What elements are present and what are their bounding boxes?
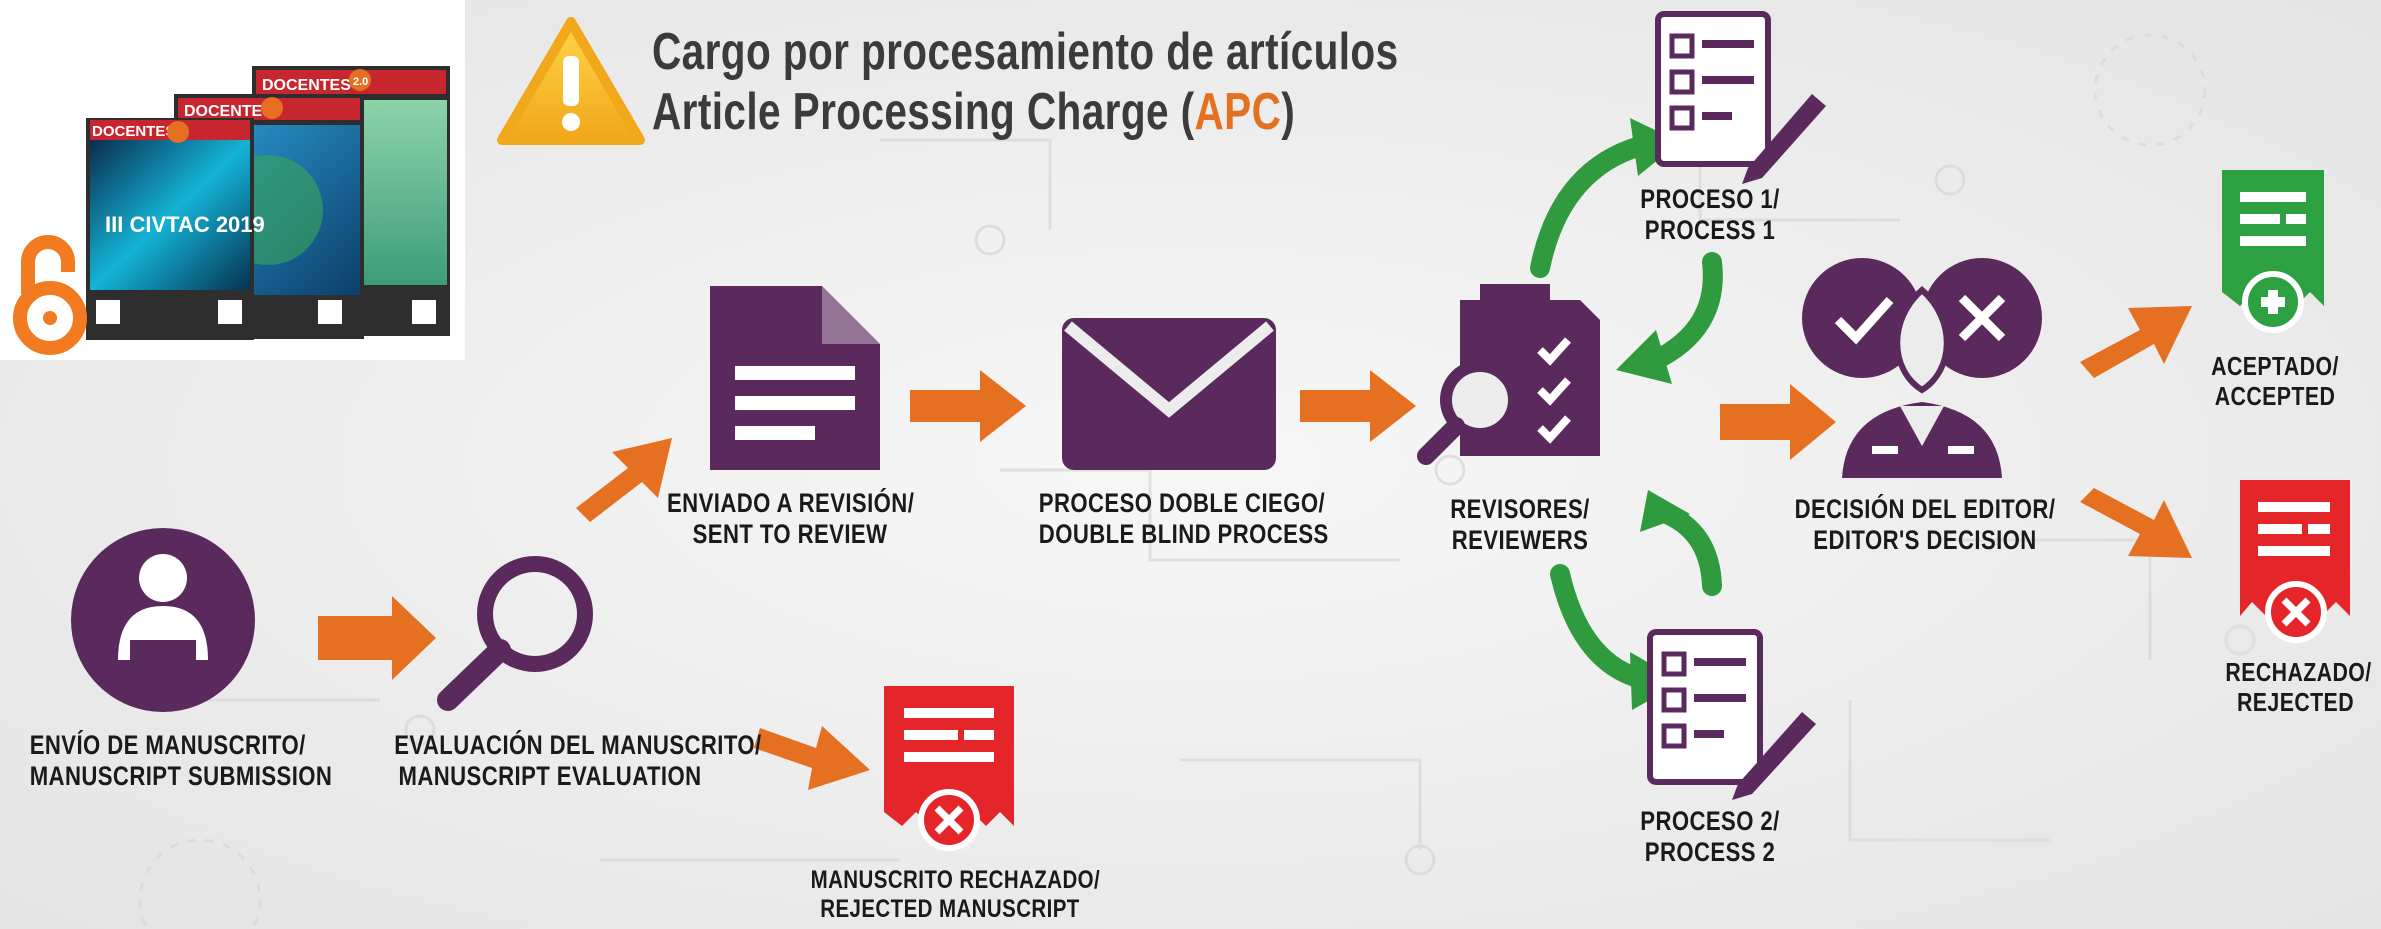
title-line-2-suffix: ) bbox=[1281, 83, 1296, 141]
title-line-1: Cargo por procesamiento de artículos bbox=[652, 23, 1399, 81]
cover-brand-1: DOCENTES bbox=[92, 123, 175, 140]
arrow-evaluation-to-review bbox=[576, 438, 672, 522]
label-rejected: Rechazado/ Rejected bbox=[2225, 657, 2372, 718]
label-process-1-es: Proceso 1/ bbox=[1640, 184, 1780, 214]
arrow-evaluation-to-rejected bbox=[754, 726, 870, 790]
title-line-2-prefix: Article Processing Charge ( bbox=[652, 83, 1195, 141]
label-process-1: Proceso 1/ Process 1 bbox=[1636, 184, 1784, 246]
journal-covers: DOCENTES DOCENTES DOCENTES III CIVTAC 20… bbox=[0, 0, 465, 360]
page-title: Cargo por procesamiento de artículos Art… bbox=[652, 22, 1399, 142]
title-apc: APC bbox=[1194, 83, 1282, 141]
form-pen-icon-1 bbox=[1655, 11, 1826, 184]
flow-arrows bbox=[318, 306, 2192, 790]
label-accepted-es: Aceptado/ bbox=[2211, 351, 2339, 381]
label-rejected-manuscript-es: Manuscrito rechazado/ bbox=[810, 866, 1101, 894]
label-rejected-manuscript: Manuscrito rechazado/ Rejected manuscrip… bbox=[810, 866, 1101, 924]
label-accepted-en: Accepted bbox=[2214, 380, 2336, 411]
label-double-blind-en: Double blind process bbox=[1038, 519, 1329, 550]
envelope-icon bbox=[1062, 318, 1276, 470]
label-submission-en: Manuscript submission bbox=[29, 761, 333, 792]
label-process-2-es: Proceso 2/ bbox=[1640, 806, 1780, 836]
label-sent-to-review-en: Sent to review bbox=[692, 519, 888, 550]
label-sent-to-review: Enviado a revisión/ Sent to review bbox=[667, 488, 915, 550]
label-evaluation-es: Evaluación del manuscrito/ bbox=[394, 730, 762, 760]
warning-icon bbox=[497, 17, 645, 145]
rejected-manuscript-icon bbox=[884, 686, 1014, 851]
rejected-doc-icon bbox=[2240, 480, 2350, 643]
label-rejected-es: Rechazado/ bbox=[2225, 657, 2372, 687]
form-pen-icon-2 bbox=[1647, 629, 1816, 800]
label-rejected-manuscript-en: Rejected manuscript bbox=[820, 894, 1080, 923]
magnifier-icon bbox=[437, 556, 593, 711]
arrow-reviewers-to-editor bbox=[1720, 384, 1836, 460]
arrow-editor-to-rejected bbox=[2080, 488, 2192, 558]
arrow-blind-to-reviewers bbox=[1300, 370, 1416, 442]
label-submission: Envío de manuscrito/ Manuscript submissi… bbox=[29, 730, 333, 792]
label-evaluation-en: Manuscript evaluation bbox=[398, 761, 702, 792]
person-icon bbox=[71, 528, 255, 712]
label-reviewers-es: Revisores/ bbox=[1450, 494, 1590, 524]
label-submission-es: Envío de manuscrito/ bbox=[29, 730, 306, 760]
version-badge: 2.0 bbox=[353, 76, 368, 88]
label-sent-to-review-es: Enviado a revisión/ bbox=[667, 488, 915, 518]
label-evaluation: Evaluación del manuscrito/ Manuscript ev… bbox=[394, 730, 762, 792]
arrow-submission-to-evaluation bbox=[318, 596, 436, 680]
document-icon bbox=[710, 286, 880, 470]
title-line-2: Article Processing Charge (APC) bbox=[652, 82, 1399, 142]
cover-brand-2: DOCENTES bbox=[184, 103, 273, 120]
cover-brand-3: DOCENTES bbox=[262, 77, 351, 94]
label-double-blind-es: Proceso doble ciego/ bbox=[1038, 488, 1326, 518]
label-process-1-en: Process 1 bbox=[1644, 215, 1776, 246]
label-editor-decision: Decisión del editor/ Editor's decision bbox=[1790, 494, 2061, 556]
label-reviewers: Revisores/ Reviewers bbox=[1438, 494, 1602, 556]
label-process-2: Proceso 2/ Process 2 bbox=[1636, 806, 1784, 868]
accepted-doc-icon bbox=[2222, 170, 2324, 333]
editor-icon bbox=[1802, 258, 2042, 478]
label-editor-decision-en: Editor's decision bbox=[1813, 525, 2037, 556]
label-accepted: Aceptado/ Accepted bbox=[2205, 351, 2344, 412]
label-reviewers-en: Reviewers bbox=[1451, 525, 1589, 556]
arrow-review-to-blind bbox=[910, 370, 1026, 442]
label-editor-decision-es: Decisión del editor/ bbox=[1794, 494, 2056, 524]
label-process-2-en: Process 2 bbox=[1644, 837, 1776, 868]
cover-headline: III CIVTAC 2019 bbox=[105, 212, 265, 237]
label-rejected-en: Rejected bbox=[2236, 686, 2355, 717]
arrow-editor-to-accepted bbox=[2080, 306, 2192, 378]
reviewer-checklist-icon bbox=[1417, 284, 1600, 465]
label-double-blind: Proceso doble ciego/ Double blind proces… bbox=[1038, 488, 1329, 550]
open-access-icon bbox=[13, 235, 87, 355]
